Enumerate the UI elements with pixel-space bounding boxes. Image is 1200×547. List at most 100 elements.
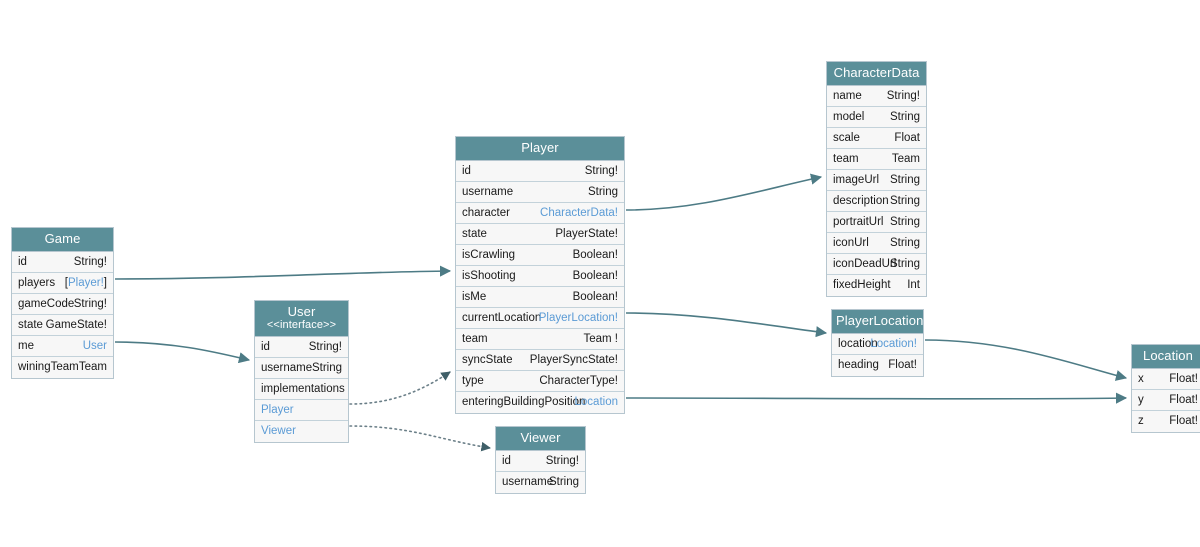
field-characterdata-iconurl[interactable]: iconUrl String: [827, 233, 926, 254]
field-player-iscrawling[interactable]: isCrawling Boolean!: [456, 245, 624, 266]
field-type: Float!: [1169, 373, 1198, 385]
field-type: String: [311, 362, 342, 374]
field-player-type[interactable]: type CharacterType!: [456, 371, 624, 392]
field-player-isme[interactable]: isMe Boolean!: [456, 287, 624, 308]
field-characterdata-team[interactable]: team Team: [827, 149, 926, 170]
field-location-y[interactable]: y Float!: [1132, 390, 1200, 411]
field-name: winingTeam: [18, 361, 79, 373]
field-name: location: [838, 338, 878, 350]
field-type-link[interactable]: User: [82, 340, 107, 352]
field-name: username: [502, 476, 554, 488]
entity-player[interactable]: Player id String! username String charac…: [455, 136, 625, 414]
label-text: implementations: [261, 383, 345, 395]
field-game-state[interactable]: state GameState!: [12, 315, 113, 336]
field-name: enteringBuildingPosition: [462, 396, 586, 408]
user-implementation-player[interactable]: Player: [255, 400, 348, 421]
field-player-syncstate[interactable]: syncState PlayerSyncState!: [456, 350, 624, 371]
field-type: GameState!: [45, 319, 107, 331]
field-player-currentlocation[interactable]: currentLocation PlayerLocation!: [456, 308, 624, 329]
implementation-name[interactable]: Player: [261, 404, 294, 416]
field-type: Float!: [888, 359, 917, 371]
entity-player-location[interactable]: PlayerLocation location Location! headin…: [831, 309, 924, 377]
field-location-z[interactable]: z Float!: [1132, 411, 1200, 432]
field-type: String: [889, 195, 920, 207]
field-characterdata-icondeadurl[interactable]: iconDeadUrl String: [827, 254, 926, 275]
field-type: String!: [73, 298, 107, 310]
field-type-link[interactable]: CharacterData!: [540, 207, 618, 219]
entity-user[interactable]: User <<interface>> id String! username S…: [254, 300, 349, 443]
field-playerlocation-location[interactable]: location Location!: [832, 334, 923, 355]
field-name: heading: [838, 359, 879, 371]
field-characterdata-scale[interactable]: scale Float: [827, 128, 926, 149]
field-type-link[interactable]: PlayerLocation!: [538, 312, 618, 324]
field-type: Int: [907, 279, 920, 291]
field-type: String: [889, 258, 920, 270]
user-implementation-viewer[interactable]: Viewer: [255, 421, 348, 442]
edge-user-implements-viewer: [349, 425, 491, 452]
field-name: team: [462, 333, 488, 345]
field-name: state: [18, 319, 43, 331]
field-name: portraitUrl: [833, 216, 884, 228]
field-characterdata-portraiturl[interactable]: portraitUrl String: [827, 212, 926, 233]
field-type-link[interactable]: Location: [574, 396, 618, 408]
field-player-username[interactable]: username String: [456, 182, 624, 203]
field-player-character[interactable]: character CharacterData!: [456, 203, 624, 224]
field-type-link[interactable]: Player!: [68, 277, 104, 289]
field-name: y: [1138, 394, 1144, 406]
field-game-winingteam[interactable]: winingTeam Team: [12, 357, 113, 378]
field-type-link[interactable]: Location!: [870, 338, 917, 350]
field-name: id: [462, 165, 471, 177]
bracket-open: [: [64, 277, 68, 289]
field-location-x[interactable]: x Float!: [1132, 369, 1200, 390]
entity-viewer[interactable]: Viewer id String! username String: [495, 426, 586, 494]
field-name: players: [18, 277, 56, 289]
field-type: String!: [308, 341, 342, 353]
field-playerlocation-heading[interactable]: heading Float!: [832, 355, 923, 376]
edge-player-character-to-characterdata: [625, 173, 823, 211]
field-type: String: [889, 237, 920, 249]
entity-game[interactable]: Game id String! players [Player!] gameCo…: [11, 227, 114, 379]
field-type: PlayerState!: [555, 228, 618, 240]
field-characterdata-fixedheight[interactable]: fixedHeight Int: [827, 275, 926, 296]
field-name: isCrawling: [462, 249, 516, 261]
entity-user-title: User <<interface>>: [255, 301, 348, 337]
field-name: scale: [833, 132, 860, 144]
field-game-me[interactable]: me User: [12, 336, 113, 357]
entity-location[interactable]: Location x Float! y Float! z Float!: [1131, 344, 1200, 433]
field-game-gamecode[interactable]: gameCode String!: [12, 294, 113, 315]
field-player-id[interactable]: id String!: [456, 161, 624, 182]
field-name: x: [1138, 373, 1144, 385]
field-type: Team: [78, 361, 107, 373]
field-name: imageUrl: [833, 174, 880, 186]
field-name: id: [502, 455, 511, 467]
field-viewer-id[interactable]: id String!: [496, 451, 585, 472]
field-user-username[interactable]: username String: [255, 358, 348, 379]
field-characterdata-description[interactable]: description String: [827, 191, 926, 212]
field-type: Team !: [583, 333, 618, 345]
field-game-id[interactable]: id String!: [12, 252, 113, 273]
field-type: String!: [886, 90, 920, 102]
field-user-id[interactable]: id String!: [255, 337, 348, 358]
field-player-isshooting[interactable]: isShooting Boolean!: [456, 266, 624, 287]
field-type: PlayerSyncState!: [529, 354, 618, 366]
field-viewer-username[interactable]: username String: [496, 472, 585, 493]
field-player-enteringbuildingposition[interactable]: enteringBuildingPosition Location: [456, 392, 624, 413]
field-player-state[interactable]: state PlayerState!: [456, 224, 624, 245]
implementation-name[interactable]: Viewer: [261, 425, 296, 437]
entity-character-data[interactable]: CharacterData name String! model String …: [826, 61, 927, 297]
field-name: me: [18, 340, 34, 352]
entity-user-name: User: [287, 304, 316, 319]
field-type: [Player!]: [65, 273, 107, 293]
bracket-close: ]: [103, 277, 107, 289]
field-name: currentLocation: [462, 312, 542, 324]
field-game-players[interactable]: players [Player!]: [12, 273, 113, 294]
edge-player-currentlocation-to-playerlocation: [625, 312, 828, 338]
field-type: Boolean!: [572, 249, 618, 261]
field-characterdata-model[interactable]: model String: [827, 107, 926, 128]
field-characterdata-imageurl[interactable]: imageUrl String: [827, 170, 926, 191]
field-player-team[interactable]: team Team !: [456, 329, 624, 350]
field-characterdata-name[interactable]: name String!: [827, 86, 926, 107]
field-name: username: [261, 362, 313, 374]
field-name: z: [1138, 415, 1144, 427]
